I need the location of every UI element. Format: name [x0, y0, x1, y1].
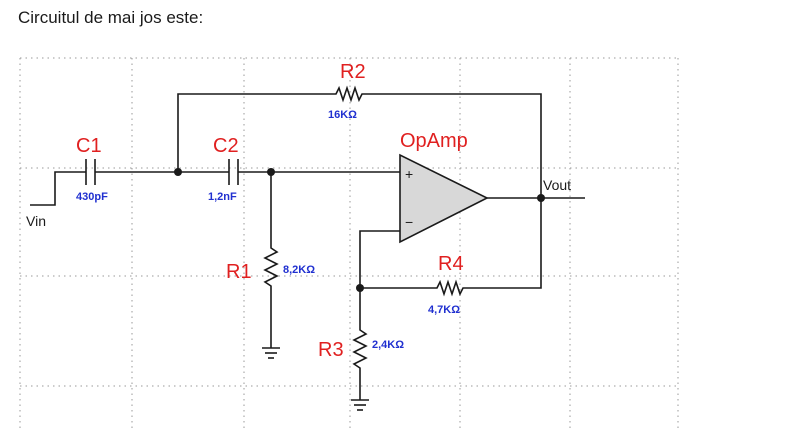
r3-value: 2,4KΩ [372, 339, 404, 351]
c1-value: 430pF [76, 191, 108, 203]
junction-node-r3-r4 [356, 284, 364, 292]
r3-label: R3 [318, 339, 344, 361]
junction-node-output [537, 194, 545, 202]
opamp-label: OpAmp [400, 130, 468, 152]
resistor-r3 [352, 288, 368, 400]
grid-lines [19, 57, 680, 430]
r2-value: 16KΩ [328, 109, 357, 121]
input-label: Vin [26, 213, 46, 229]
r1-value: 8,2KΩ [283, 264, 315, 276]
c2-value: 1,2nF [208, 191, 237, 203]
resistor-r4 [360, 198, 542, 297]
junction-node-c1-c2 [174, 168, 182, 176]
question-text: Circuitul de mai jos este: [18, 8, 204, 27]
output-label: Vout [543, 177, 571, 193]
ground-r1-icon [262, 347, 280, 359]
r4-value: 4,7KΩ [428, 304, 460, 316]
r4-label: R4 [438, 253, 464, 275]
opamp-triangle [399, 153, 489, 244]
c1-label: C1 [76, 135, 102, 157]
opamp-minus-sign: − [405, 214, 413, 230]
wire-r2-feedback [177, 85, 542, 198]
r2-label: R2 [340, 61, 366, 83]
resistor-r1 [263, 172, 279, 348]
c2-label: C2 [213, 135, 239, 157]
capacitor-c1 [85, 159, 96, 185]
capacitor-c2 [228, 159, 239, 185]
opamp-plus-sign: + [405, 166, 413, 182]
r1-label: R1 [226, 261, 252, 283]
wire-inverting-input [359, 230, 400, 288]
wire-input [30, 171, 86, 206]
junction-node-r1 [267, 168, 275, 176]
ground-r3-icon [351, 399, 369, 411]
